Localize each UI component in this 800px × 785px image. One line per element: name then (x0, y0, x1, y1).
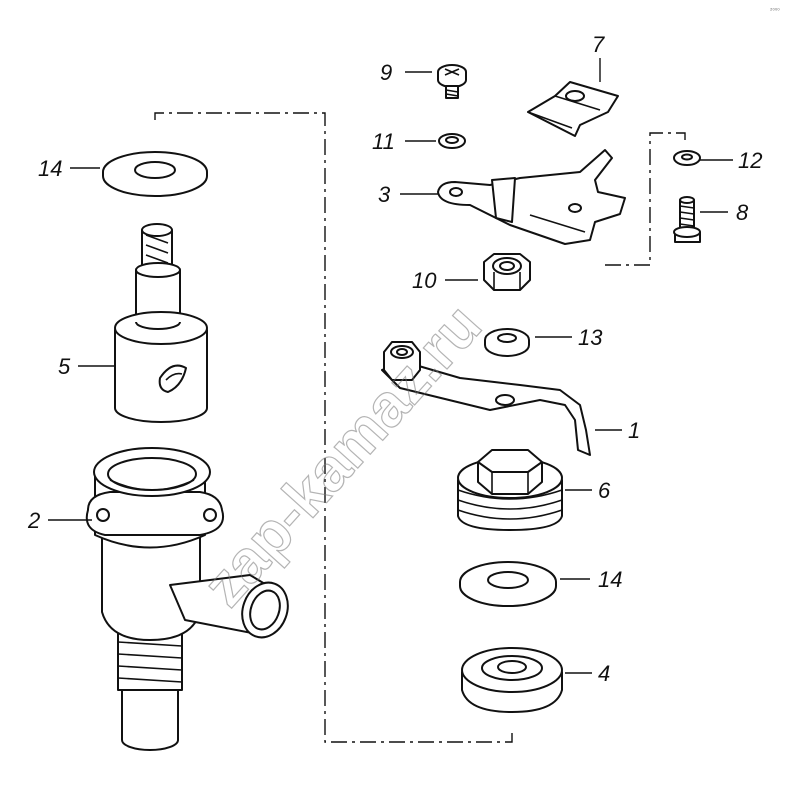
label-4: 4 (598, 661, 610, 686)
label-14-top: 14 (38, 156, 62, 181)
label-9: 9 (380, 60, 392, 85)
assembly-bracket-line (154, 112, 513, 743)
part-3-bracket (437, 149, 626, 245)
part-1-lever (381, 341, 591, 456)
part-4-seal (461, 647, 563, 713)
label-13: 13 (578, 325, 603, 350)
part-12-washer (673, 150, 701, 166)
part-6-cap-nut (457, 449, 563, 531)
label-5: 5 (58, 354, 71, 379)
label-12: 12 (738, 148, 762, 173)
watermark-text: zap-kamaz.ru (190, 291, 494, 618)
label-6: 6 (598, 478, 611, 503)
part-2-valve-body (85, 447, 289, 751)
part-14-washer-top (102, 151, 208, 197)
part-13-washer (484, 328, 530, 357)
label-3: 3 (378, 182, 391, 207)
label-1: 1 (628, 418, 640, 443)
part-14-washer-bottom (459, 561, 557, 607)
label-2: 2 (27, 508, 40, 533)
assembly-bracket-line-right (600, 132, 686, 266)
label-14-bottom: 14 (598, 567, 622, 592)
leader-lines (48, 58, 733, 674)
label-7: 7 (592, 32, 605, 57)
part-labels: 14 5 2 9 11 3 7 12 8 10 13 1 6 14 4 (27, 32, 762, 686)
part-8-bolt (673, 196, 701, 243)
label-8: 8 (736, 200, 749, 225)
part-11-lock-washer (438, 133, 466, 149)
corner-mark: ₂₀₀₀ (770, 6, 780, 12)
part-9-screw (437, 64, 467, 99)
label-10: 10 (412, 268, 437, 293)
part-7-clip (527, 81, 619, 137)
part-5-valve-plug (114, 223, 208, 423)
part-10-nut (483, 253, 531, 291)
label-11: 11 (372, 129, 395, 154)
